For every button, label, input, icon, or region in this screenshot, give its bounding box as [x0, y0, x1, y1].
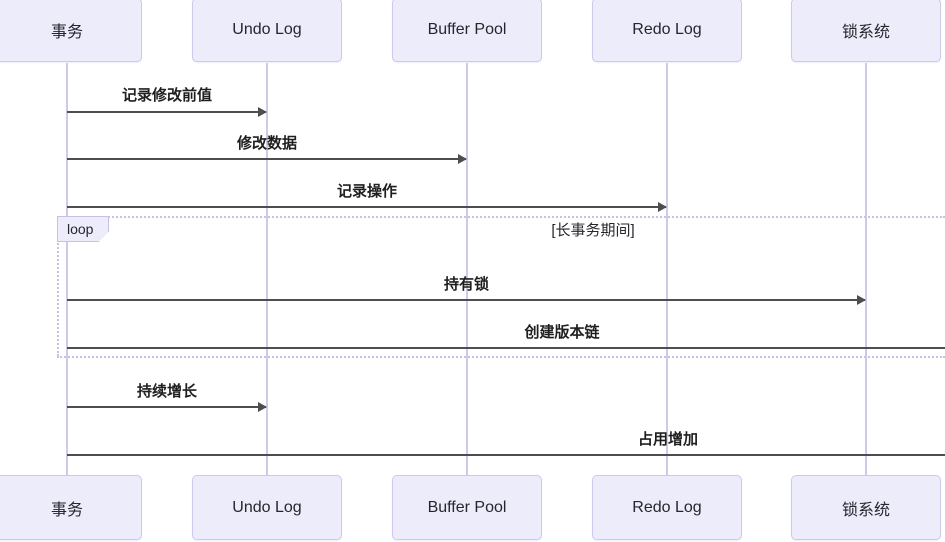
participant-label: 锁系统	[841, 24, 890, 41]
participant-label: 事务	[50, 24, 83, 41]
participant-top-buffer-pool: Buffer Pool	[392, 0, 542, 62]
message-line	[67, 347, 945, 349]
participant-label: 锁系统	[841, 501, 890, 519]
lifeline-transaction	[66, 63, 68, 475]
participant-top-transaction: 事务	[0, 0, 142, 62]
arrowhead-icon	[258, 402, 267, 412]
participant-bottom-undo-log: Undo Log	[192, 475, 342, 540]
message-line	[67, 299, 865, 301]
message-label: 修改数据	[236, 135, 297, 152]
participant-bottom-lock-system: 锁系统	[791, 475, 941, 540]
participant-label: Undo Log	[232, 498, 302, 516]
participant-label: Undo Log	[232, 21, 302, 38]
message-line	[67, 454, 945, 456]
participant-top-lock-system: 锁系统	[791, 0, 941, 62]
arrowhead-icon	[458, 154, 467, 164]
arrowhead-icon	[258, 107, 267, 117]
participant-top-undo-log: Undo Log	[192, 0, 342, 62]
message-label: 记录操作	[336, 183, 397, 200]
arrowhead-icon	[857, 295, 866, 305]
message-label: 持续增长	[136, 383, 197, 400]
loop-border-bottom	[57, 356, 945, 358]
message-label: 占用增加	[637, 431, 698, 448]
participant-bottom-transaction: 事务	[0, 475, 142, 540]
participant-label: Redo Log	[632, 498, 702, 516]
message-label: 记录修改前值	[121, 87, 212, 104]
message-label: 持有锁	[443, 276, 489, 293]
participant-bottom-buffer-pool: Buffer Pool	[392, 475, 542, 540]
loop-condition-label: [长事务期间]	[551, 222, 635, 239]
participant-bottom-redo-log: Redo Log	[592, 475, 742, 540]
message-line	[67, 158, 466, 160]
message-line	[67, 206, 666, 208]
loop-label-tab: loop	[57, 216, 109, 242]
message-line	[67, 111, 266, 113]
participant-label: Buffer Pool	[427, 498, 507, 516]
lifeline-undo-log	[266, 63, 268, 475]
lifeline-buffer-pool	[466, 63, 468, 475]
loop-border-left	[57, 216, 59, 356]
participant-label: Redo Log	[632, 21, 702, 38]
participant-label: 事务	[50, 501, 83, 519]
loop-border-top	[57, 216, 945, 218]
arrowhead-icon	[658, 202, 667, 212]
participant-top-redo-log: Redo Log	[592, 0, 742, 62]
message-line	[67, 406, 266, 408]
lifeline-redo-log	[666, 63, 668, 475]
lifeline-lock-system	[865, 63, 867, 475]
message-label: 创建版本链	[524, 324, 600, 341]
participant-label: Buffer Pool	[427, 21, 507, 38]
